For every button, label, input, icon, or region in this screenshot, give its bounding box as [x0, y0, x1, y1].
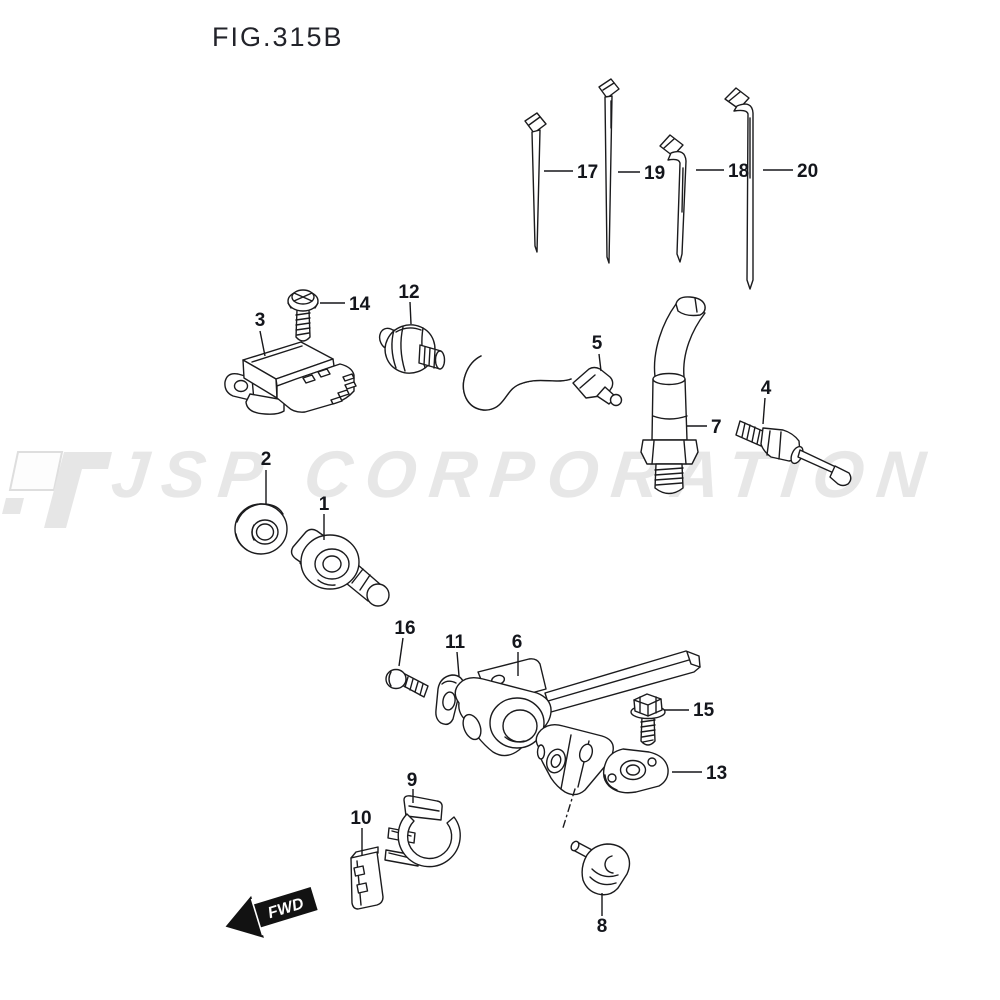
figure-title: FIG.315B — [212, 22, 344, 52]
part-6-label: 6 — [512, 632, 523, 653]
part-4-leader-line — [762, 397, 766, 425]
cable-tie-18 — [659, 134, 687, 263]
part-7-label: 7 — [711, 417, 722, 438]
screw-16 — [385, 668, 429, 698]
watermark-logo-icon — [2, 451, 112, 528]
part-11-leader-line — [456, 651, 460, 677]
screw-14 — [287, 289, 319, 342]
part-15-label: 15 — [693, 700, 715, 721]
bracket-assembly-13 — [535, 723, 669, 832]
sensor-module-3 — [224, 341, 357, 415]
grommet-2 — [234, 503, 288, 555]
part-3-leader-line — [259, 330, 266, 357]
part-20-label: 20 — [797, 161, 818, 182]
bolt-15 — [630, 693, 666, 746]
part-18-label: 18 — [728, 161, 749, 182]
part-10-label: 10 — [350, 808, 371, 829]
part-3-label: 3 — [255, 310, 266, 331]
fwd-arrow-icon: FWD — [225, 887, 318, 938]
part-16-leader-line — [398, 637, 404, 667]
oxygen-sensor-7 — [640, 296, 706, 495]
part-5-label: 5 — [592, 333, 603, 354]
cam-lever-8 — [570, 840, 631, 896]
clip-10 — [350, 846, 384, 910]
part-5-leader-line — [598, 353, 602, 372]
part-13-label: 13 — [706, 763, 727, 784]
part-16-label: 16 — [394, 618, 415, 639]
temp-sensor-1 — [290, 528, 390, 607]
clamp-9 — [384, 795, 461, 868]
part-19-label: 19 — [644, 163, 665, 184]
part-14-label: 14 — [349, 294, 371, 315]
watermark: JSP CORPORATION — [0, 436, 1000, 536]
sensor-4 — [735, 420, 852, 487]
part-8-label: 8 — [597, 916, 608, 937]
part-1-label: 1 — [319, 494, 330, 515]
cable-tie-19 — [598, 78, 620, 264]
cable-tie-20 — [724, 87, 754, 290]
part-4-label: 4 — [761, 378, 772, 399]
sensor-5 — [462, 355, 623, 411]
lever-assembly-6 — [454, 650, 701, 757]
part-12-leader-line — [409, 301, 412, 325]
part-2-label: 2 — [261, 449, 272, 470]
part-17-label: 17 — [577, 162, 598, 183]
part-9-label: 9 — [407, 770, 418, 791]
cable-tie-17 — [524, 112, 547, 253]
part-12-label: 12 — [398, 282, 419, 303]
pressure-switch-12 — [378, 324, 446, 374]
part-11-label: 11 — [445, 632, 466, 653]
